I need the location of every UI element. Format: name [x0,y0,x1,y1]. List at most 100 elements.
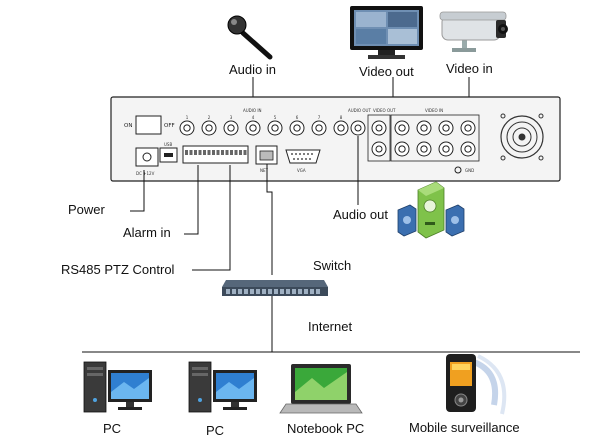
alarm-terminal-pin [203,150,206,155]
alarm-terminal-pin [243,150,247,155]
pc-label-2: PC [206,423,225,438]
monitor-icon [350,6,423,59]
switch-port [298,289,302,294]
switch-ports [226,289,320,294]
audio-in-jack [289,120,305,136]
alarm-terminal-pin [225,150,229,155]
net-to-switch-line [266,164,273,275]
audio-channel-number: 8 [340,115,343,120]
mobile-surveillance-label: Mobile surveillance [409,420,520,435]
audio-in-connectors: 1 2 3 4 5 6 7 8 [179,115,349,136]
audio-channel-number: 3 [230,115,233,120]
audio-channel-number: 1 [186,115,189,120]
audio-out-jack [350,120,366,136]
switch-port [280,289,284,294]
video-in-jack [416,120,432,136]
switch-port [238,289,242,294]
camera-icon [439,11,508,52]
video-in-label: Video in [446,61,493,76]
usb-port: USB [159,142,178,163]
switch-port [310,289,314,294]
dc-power-socket: DC +12V [135,147,159,176]
vga-port: VGA [285,149,321,173]
mobile-phone-icon [446,354,507,415]
fan-grille-icon [500,113,544,161]
notebook-pc-label: Notebook PC [287,421,365,436]
switch-port [304,289,308,294]
switch-port [232,289,236,294]
switch-label: Switch [313,258,352,273]
switch-port [292,289,296,294]
video-in-jack [438,120,454,136]
switch-port [286,289,290,294]
video-out-jacks [371,120,387,157]
switch-port [268,289,272,294]
on-text: ON [124,123,132,129]
power-switch: ON OFF [124,115,175,135]
notebook-icon [279,364,363,414]
alarm-terminal-pin [185,150,188,155]
alarm-terminal-pin [230,150,233,155]
audio-in-jack [223,120,239,136]
alarm-terminal-pin [207,150,211,155]
audio-channel-number: 5 [274,115,277,120]
dc-text: DC +12V [136,171,155,176]
audio-out-label: Audio out [333,207,388,222]
alarm-terminal-pin [198,150,202,155]
alarm-terminal-pin [239,150,242,155]
audio-channel-number: 2 [208,115,211,120]
speaker-icon [397,181,465,239]
video-in-jack [394,120,410,136]
net-text: NET [260,168,269,173]
pc-icon [83,361,152,413]
video-in-jack [394,141,410,157]
audio-in-label: Audio in [229,62,276,77]
gnd-terminal: GND [454,166,474,174]
audio-in-jack [267,120,283,136]
audio-channel-number: 4 [252,115,255,120]
alarm-terminal-block [182,145,249,164]
video-in-jack [416,141,432,157]
video-out-header: VIDEO OUT [373,108,396,113]
switch-port [250,289,254,294]
video-in-jack [460,141,476,157]
power-label: Power [68,202,105,217]
switch-port [262,289,266,294]
audio-in-jack [245,120,261,136]
audio-out-header: AUDIO OUT [348,108,371,113]
video-out-label: Video out [359,64,414,79]
gnd-text: GND [465,168,474,173]
audio-in-jack [333,120,349,136]
alarm-in-label: Alarm in [123,225,171,240]
internet-label: Internet [308,319,353,334]
pc-label-1: PC [103,421,122,436]
audio-in-jack [311,120,327,136]
alarm-terminal-pin [194,150,197,155]
switch-port [226,289,230,294]
switch-port [274,289,278,294]
alarm-terminal-pin [221,150,224,155]
switch-icon [222,280,328,296]
left-callout-lines [130,165,231,271]
dvr-rear-panel: ON OFF AUDIO IN 1 2 3 4 5 6 7 8 AUDIO OUT VIDEO… [110,96,561,182]
video-in-jack [438,141,454,157]
vga-text: VGA [297,168,306,173]
alarm-terminal-pin [189,150,193,155]
audio-channel-number: 7 [318,115,321,120]
alarm-terminal-pin [234,150,238,155]
switch-port [316,289,320,294]
off-text: OFF [164,123,175,129]
rs485-ptz-control-label: RS485 PTZ Control [61,262,175,277]
alarm-terminal-pin [212,150,215,155]
video-in-header: VIDEO IN [425,108,443,113]
pc-icon [188,361,257,413]
microphone-icon [227,15,273,60]
audio-in-header: AUDIO IN [243,108,262,113]
audio-channel-number: 6 [296,115,299,120]
switch-port [256,289,260,294]
audio-in-jack [179,120,195,136]
video-in-connectors [390,114,480,162]
audio-in-jack [201,120,217,136]
